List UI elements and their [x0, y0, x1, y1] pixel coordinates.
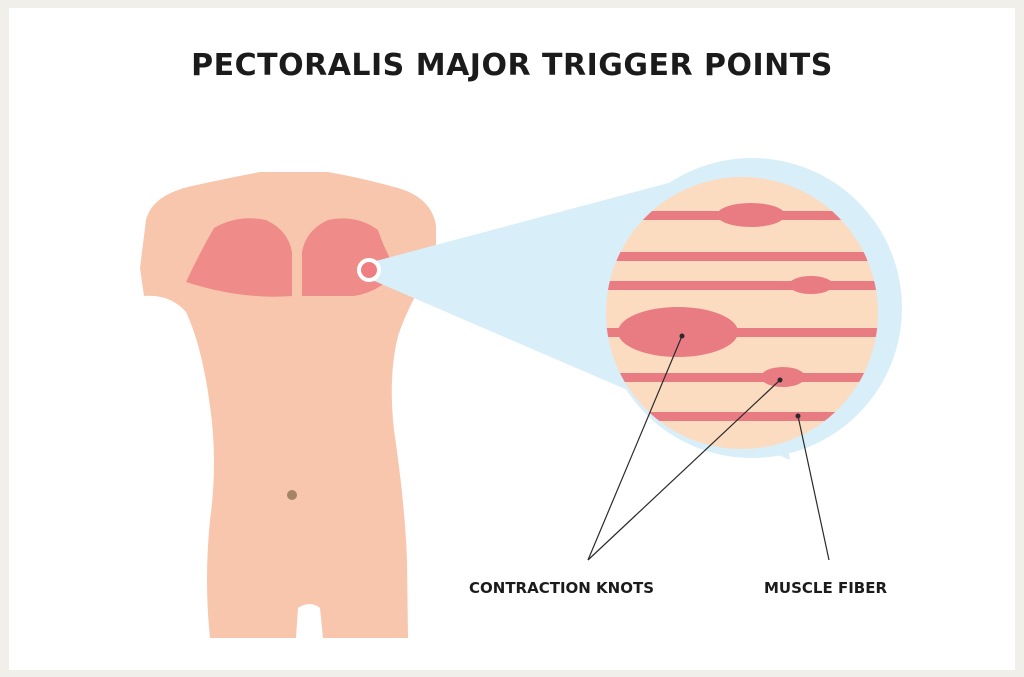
trigger-point-marker-core	[361, 262, 377, 278]
fiber-strand	[600, 281, 890, 290]
fiber-strand	[600, 252, 890, 261]
contraction-knot	[761, 367, 805, 387]
contraction-knot	[789, 276, 833, 294]
leader-dot	[680, 334, 685, 339]
fiber-strand	[600, 373, 890, 382]
muscle-fiber-label: MUSCLE FIBER	[764, 579, 887, 597]
leader-dot	[796, 414, 801, 419]
navel	[287, 490, 297, 500]
contraction-knots-label: CONTRACTION KNOTS	[469, 579, 654, 597]
leader-dot	[778, 378, 783, 383]
contraction-knot	[618, 307, 738, 357]
contraction-knot	[717, 203, 785, 227]
